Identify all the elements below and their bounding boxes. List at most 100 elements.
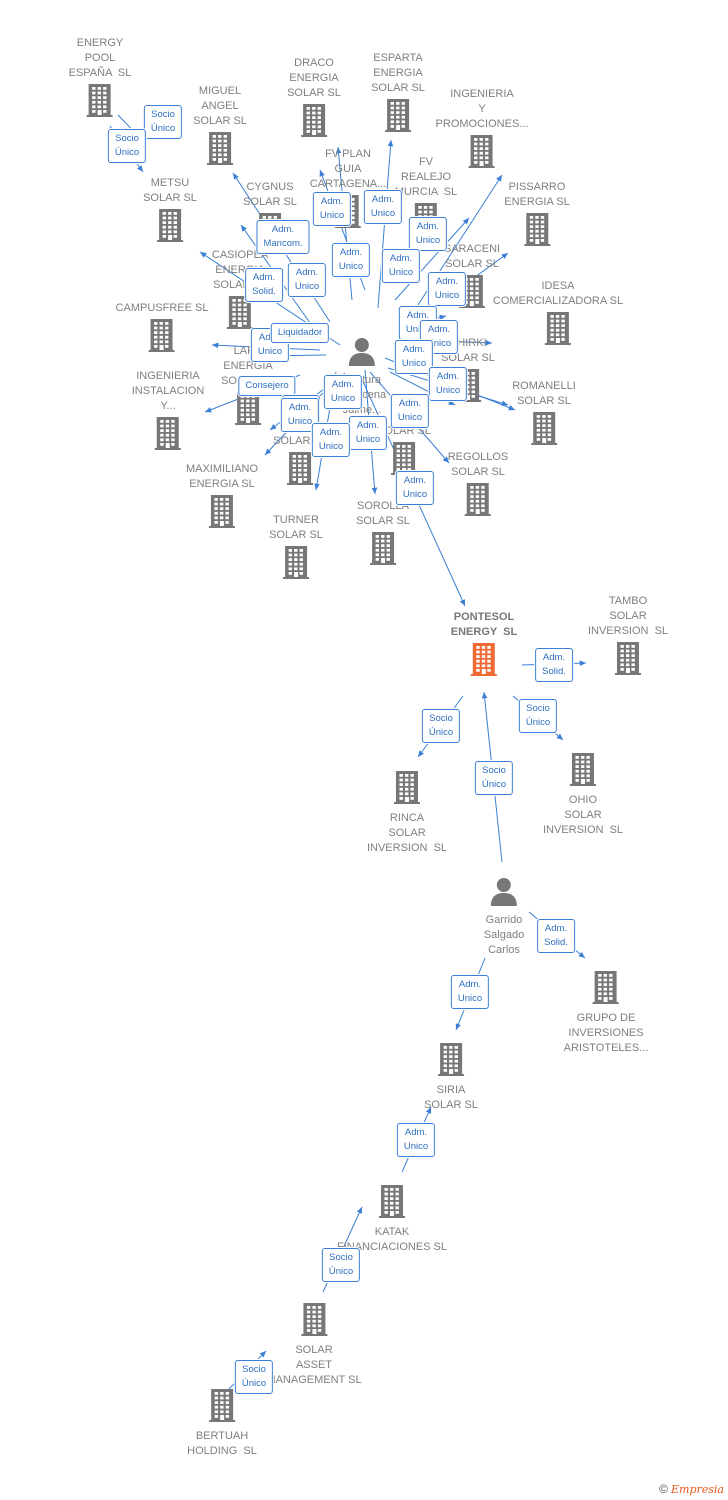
relation-badge[interactable]: Socio Único bbox=[234, 1360, 274, 1394]
building-icon bbox=[285, 451, 315, 490]
company-node-campusfree[interactable]: CAMPUSFREE SL bbox=[115, 301, 209, 359]
node-label: RINCA SOLAR INVERSION SL bbox=[366, 812, 448, 854]
relation-badge[interactable]: Adm. Unico bbox=[323, 375, 363, 409]
relation-badge[interactable]: Adm. Unico bbox=[381, 249, 421, 283]
node-label: FV PLAN GUIA CARTAGENA... bbox=[309, 148, 387, 190]
building-icon bbox=[205, 131, 235, 170]
building-icon bbox=[281, 545, 311, 584]
node-label: DRACO ENERGIA SOLAR SL bbox=[287, 57, 341, 99]
node-label: SIRIA SOLAR SL bbox=[424, 1084, 478, 1111]
relation-badge[interactable]: Socio Único bbox=[474, 761, 514, 795]
relation-badge[interactable]: Adm. Unico bbox=[428, 367, 468, 401]
building-icon bbox=[85, 83, 115, 122]
building-icon bbox=[383, 98, 413, 137]
building-icon bbox=[522, 212, 552, 251]
company-node-turner[interactable]: TURNER SOLAR SL bbox=[269, 513, 323, 586]
company-node-esparta[interactable]: ESPARTA ENERGIA SOLAR SL bbox=[371, 51, 425, 139]
company-node-sorolla[interactable]: SOROLLA SOLAR SL bbox=[356, 499, 410, 572]
company-node-katak[interactable]: KATAK FINANCIACIONES SL bbox=[337, 1182, 447, 1255]
relation-badge[interactable]: Socio Único bbox=[143, 105, 183, 139]
relation-badge[interactable]: Socio Único bbox=[107, 129, 147, 163]
node-label: SOLAR ASSET MANAGEMENT SL bbox=[266, 1344, 362, 1386]
relation-badge[interactable]: Adm. Unico bbox=[287, 263, 327, 297]
relation-badge[interactable]: Adm. Unico bbox=[250, 328, 290, 362]
building-icon bbox=[392, 770, 422, 809]
footer-brand[interactable]: ©Empresia bbox=[659, 1482, 724, 1496]
relation-badge[interactable]: Adm. Unico bbox=[419, 320, 459, 354]
node-label: CAMPUSFREE SL bbox=[115, 302, 209, 314]
company-node-grupo-inversiones[interactable]: GRUPO DE INVERSIONES ARISTOTELES... bbox=[563, 968, 649, 1056]
building-icon bbox=[613, 641, 643, 680]
relation-badge[interactable]: Adm. Unico bbox=[395, 471, 435, 505]
company-node-lara[interactable]: LARA ENERGIA SOLAR SL bbox=[221, 344, 275, 432]
building-icon bbox=[147, 318, 177, 357]
node-label: ENERGY POOL ESPAÑA SL bbox=[68, 37, 132, 79]
copyright-symbol: © bbox=[659, 1482, 668, 1496]
company-node-romanelli[interactable]: ROMANELLI SOLAR SL bbox=[512, 379, 576, 452]
relation-badge[interactable]: Liquidador bbox=[270, 323, 330, 343]
building-icon bbox=[368, 531, 398, 570]
building-icon bbox=[436, 1042, 466, 1081]
company-node-bertuah[interactable]: BERTUAH HOLDING SL bbox=[187, 1386, 257, 1459]
company-node-energy-pool[interactable]: ENERGY POOL ESPAÑA SL bbox=[68, 36, 132, 124]
company-node-ingenieria-promociones[interactable]: INGENIERIA Y PROMOCIONES... bbox=[435, 87, 529, 175]
relation-badge[interactable]: Socio Único bbox=[421, 709, 461, 743]
node-label: ESPARTA ENERGIA SOLAR SL bbox=[371, 52, 425, 94]
relation-badge[interactable]: Adm. Unico bbox=[390, 394, 430, 428]
building-icon bbox=[463, 482, 493, 521]
node-label: CYGNUS SOLAR SL bbox=[243, 181, 297, 208]
relation-badge[interactable]: Consejero bbox=[238, 376, 296, 396]
building-icon bbox=[529, 411, 559, 450]
company-node-maximiliano[interactable]: MAXIMILIANO ENERGIA SL bbox=[186, 462, 258, 535]
relation-badge[interactable]: Adm. Unico bbox=[312, 192, 352, 226]
edge-ventura-to-esparta bbox=[377, 139, 394, 309]
company-node-rinca[interactable]: RINCA SOLAR INVERSION SL bbox=[367, 768, 447, 856]
relation-badge[interactable]: Adm. Unico bbox=[450, 975, 490, 1009]
node-label: TAMBO SOLAR INVERSION SL bbox=[587, 595, 669, 637]
relation-badge[interactable]: Adm. Unico bbox=[331, 243, 371, 277]
company-node-miguel-angel[interactable]: MIGUEL ANGEL SOLAR SL bbox=[193, 84, 247, 172]
node-label: IDESA COMERCIALIZADORA SL bbox=[492, 280, 624, 307]
node-label: FV REALEJO MURCIA SL bbox=[394, 156, 458, 198]
company-node-solar-asset[interactable]: SOLAR ASSET MANAGEMENT SL bbox=[266, 1300, 362, 1388]
company-node-metsu[interactable]: METSU SOLAR SL bbox=[143, 176, 197, 249]
node-label: KATAK FINANCIACIONES SL bbox=[336, 1226, 448, 1253]
building-icon bbox=[233, 391, 263, 430]
node-label: INGENIERIA Y PROMOCIONES... bbox=[435, 88, 529, 130]
relation-badge[interactable]: Adm. Solid. bbox=[537, 919, 575, 953]
relation-badge[interactable]: Adm. Solid. bbox=[535, 648, 573, 682]
relation-badge[interactable]: Adm. Unico bbox=[348, 416, 388, 450]
node-label: PISSARRO ENERGIA SL bbox=[504, 181, 570, 208]
company-node-pontesol[interactable]: PONTESOL ENERGY SL bbox=[451, 610, 517, 683]
company-node-idesa[interactable]: IDESA COMERCIALIZADORA SL bbox=[493, 279, 623, 352]
building-icon bbox=[299, 103, 329, 142]
company-node-ohio[interactable]: OHIO SOLAR INVERSION SL bbox=[543, 750, 623, 838]
person-node-garrido[interactable]: Garrido Salgado Carlos bbox=[484, 874, 524, 958]
brand-logo: Empresia bbox=[671, 1483, 724, 1496]
relation-badge[interactable]: Adm. Unico bbox=[363, 190, 403, 224]
node-label: GRUPO DE INVERSIONES ARISTOTELES... bbox=[563, 1012, 649, 1054]
relation-badge[interactable]: Socio Único bbox=[321, 1248, 361, 1282]
relation-badge[interactable]: Adm. Unico bbox=[408, 217, 448, 251]
node-label: OHIO SOLAR INVERSION SL bbox=[542, 794, 624, 836]
company-node-ingenieria-instalacion[interactable]: INGENIERIA INSTALACION Y... bbox=[132, 369, 204, 457]
node-label: SARACENI SOLAR SL bbox=[443, 243, 501, 270]
relation-badge[interactable]: Adm. Mancom. bbox=[256, 220, 310, 254]
company-node-tambo[interactable]: TAMBO SOLAR INVERSION SL bbox=[588, 594, 668, 682]
relation-badge[interactable]: Adm. Unico bbox=[311, 423, 351, 457]
company-node-pissarro[interactable]: PISSARRO ENERGIA SL bbox=[504, 180, 570, 253]
relation-badge[interactable]: Adm. Unico bbox=[396, 1123, 436, 1157]
node-label: BERTUAH HOLDING SL bbox=[187, 1430, 257, 1457]
relation-badge[interactable]: Adm. Unico bbox=[427, 272, 467, 306]
company-node-siria[interactable]: SIRIA SOLAR SL bbox=[424, 1040, 478, 1113]
building-icon bbox=[377, 1184, 407, 1223]
company-node-saraceni[interactable]: SARACENI SOLAR SL bbox=[444, 242, 500, 315]
node-label: MIGUEL ANGEL SOLAR SL bbox=[193, 85, 247, 127]
building-icon bbox=[591, 970, 621, 1009]
company-node-draco[interactable]: DRACO ENERGIA SOLAR SL bbox=[287, 56, 341, 144]
relation-badge[interactable]: Adm. Unico bbox=[394, 340, 434, 374]
building-icon bbox=[457, 274, 487, 313]
company-node-regollos[interactable]: REGOLLOS SOLAR SL bbox=[448, 450, 508, 523]
relation-badge[interactable]: Adm. Solid. bbox=[245, 268, 283, 302]
relation-badge[interactable]: Socio Único bbox=[518, 699, 558, 733]
